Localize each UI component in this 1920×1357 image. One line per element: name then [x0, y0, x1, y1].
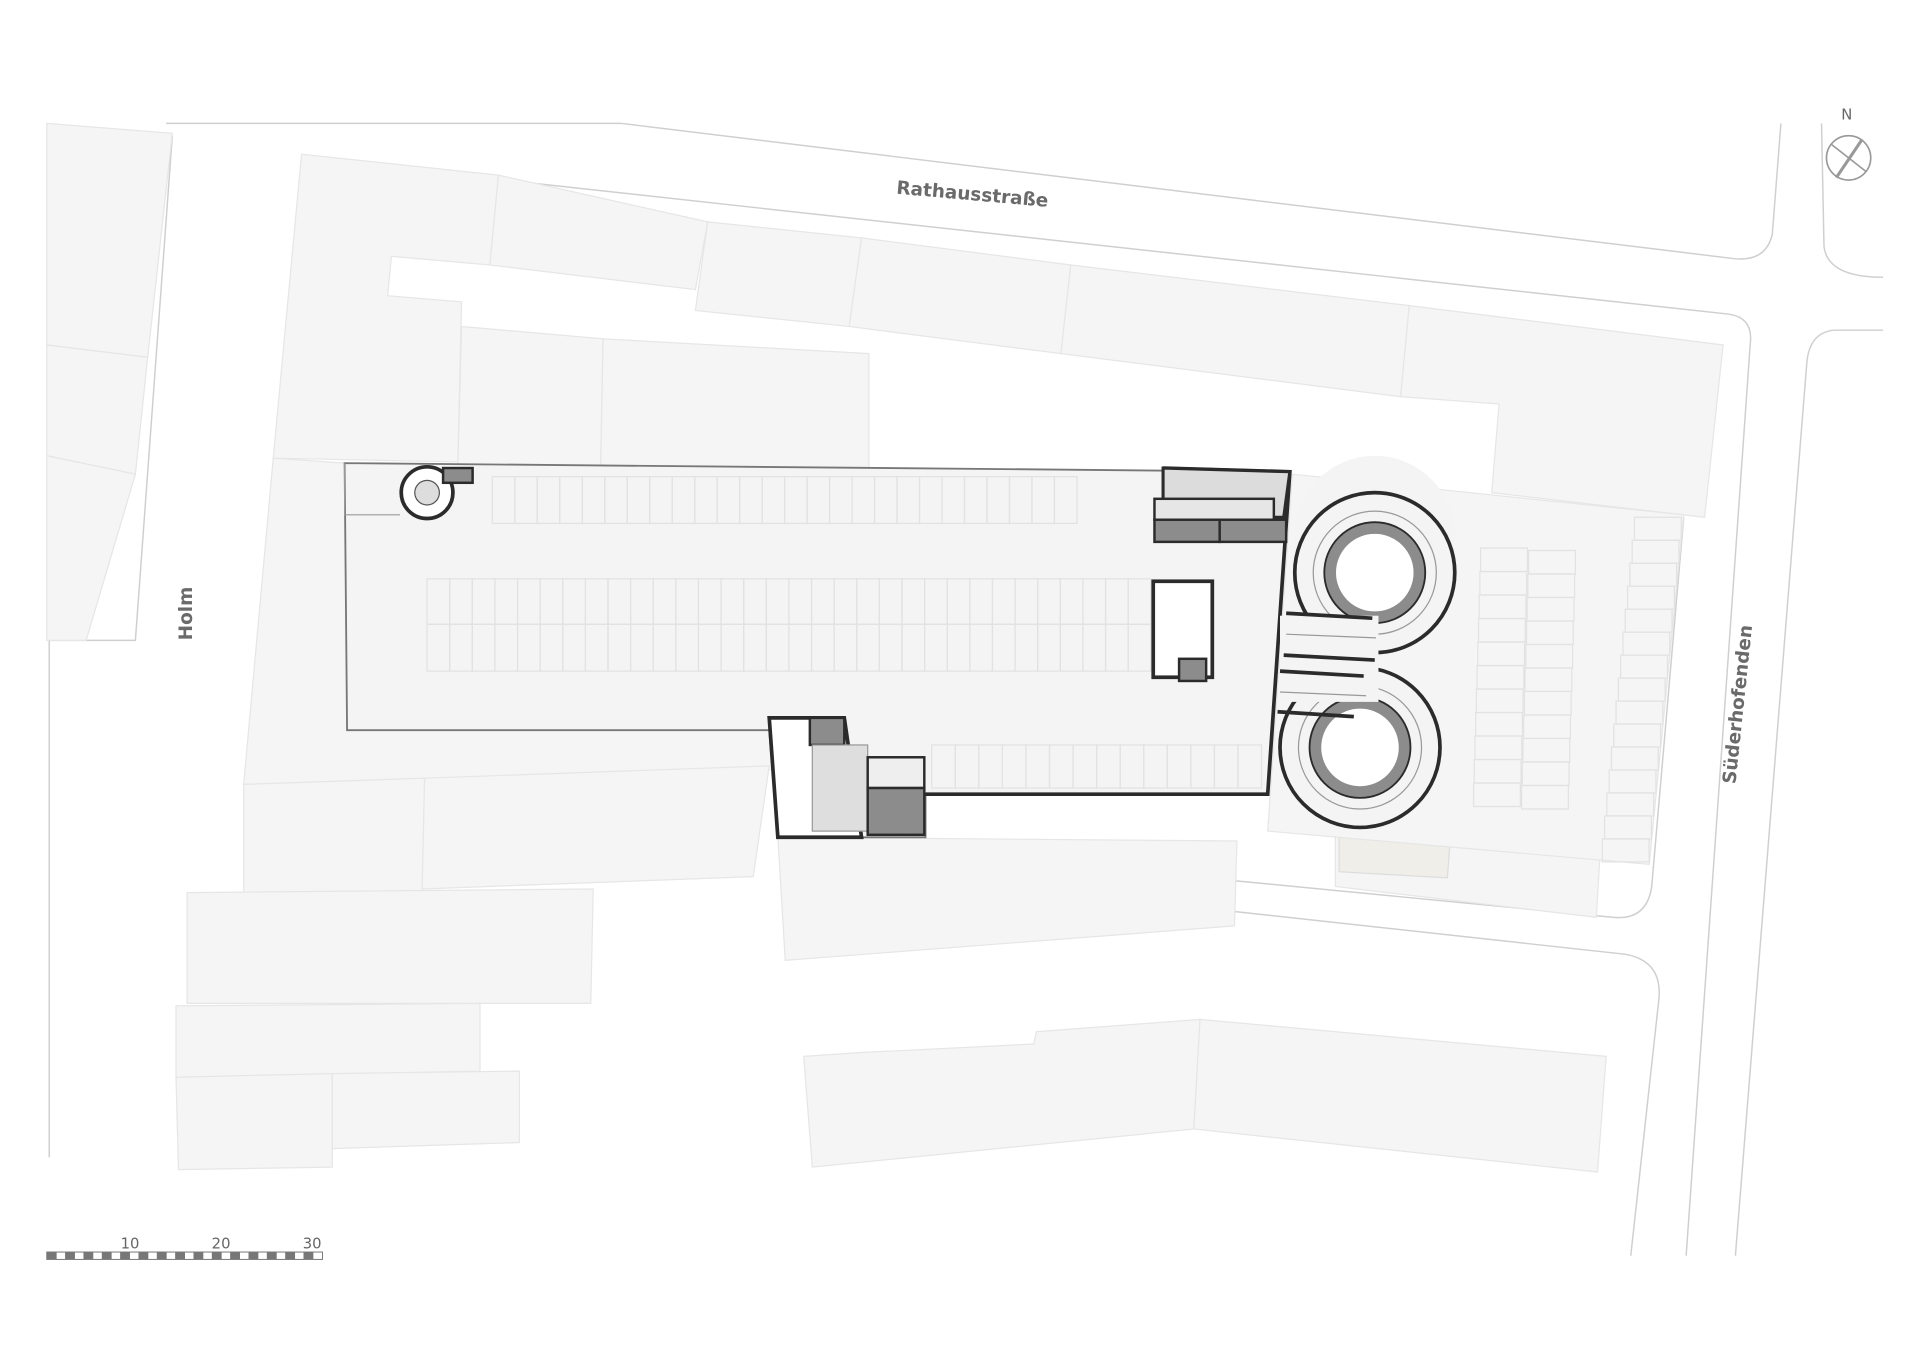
north-arrow-needle [1835, 138, 1864, 179]
elevator-block [1151, 579, 1215, 683]
parking-stall [1472, 782, 1521, 808]
street-lines [48, 122, 1884, 1256]
scale-bar-segment [46, 1252, 57, 1260]
scale-bar-segment [101, 1252, 112, 1260]
north-arrow: N [1825, 107, 1872, 181]
street-label-holm: Holm [176, 587, 197, 641]
scale-bar-segment [193, 1252, 204, 1260]
north-label: N [1841, 107, 1852, 124]
parking-stall [1601, 838, 1650, 863]
scale-bar: 10 20 30 [46, 1235, 323, 1260]
parking-stalls [426, 476, 1682, 863]
scale-bar-segment [266, 1252, 277, 1260]
street-label-rathausstrasse: Rathausstraße [896, 178, 1050, 212]
parking-stall [1127, 623, 1152, 672]
scale-bar-segment [248, 1252, 259, 1260]
scale-bar-segment [230, 1252, 240, 1260]
stair-core-north-east [1153, 466, 1292, 544]
underground-garage [343, 462, 1682, 863]
scale-bar-segment [65, 1252, 75, 1260]
scale-bar-segment [120, 1252, 130, 1260]
scale-bar-segment [303, 1252, 314, 1260]
scale-label-30: 30 [303, 1235, 322, 1252]
parking-stall [1520, 784, 1569, 810]
scale-bar-segment [211, 1252, 222, 1260]
scale-bar-segment [156, 1252, 167, 1260]
scale-bar-segment [285, 1252, 296, 1260]
stair-core-north-west [399, 464, 474, 521]
scale-label-10: 10 [121, 1235, 140, 1252]
scale-label-20: 20 [212, 1235, 231, 1252]
parking-stall [1237, 744, 1263, 789]
neighbouring-buildings [46, 122, 1724, 1173]
spiral-ramps [1277, 455, 1457, 830]
scale-bar-segment [138, 1252, 149, 1260]
parking-stall [1053, 476, 1078, 525]
scale-bar-segment [83, 1252, 94, 1260]
scale-bar-segment [175, 1252, 185, 1260]
stair-core-south [767, 716, 926, 840]
